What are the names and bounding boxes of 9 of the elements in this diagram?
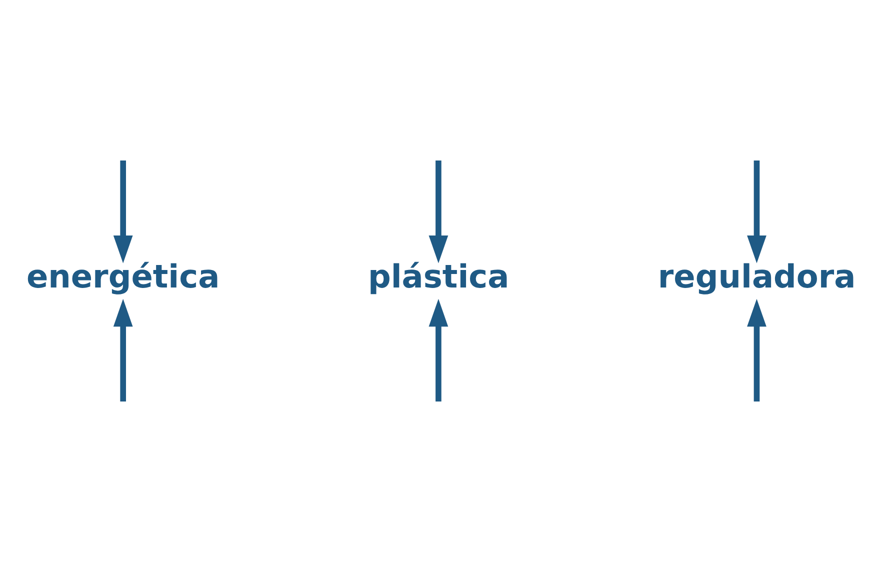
- arrow: [112, 160, 132, 263]
- node-text: plástica: [367, 257, 509, 296]
- arrow: [428, 298, 448, 401]
- arrow: [746, 298, 766, 401]
- arrow: [428, 160, 448, 263]
- node-text: reguladora: [657, 257, 856, 296]
- arrow: [746, 160, 766, 263]
- arrow: [112, 298, 132, 401]
- node-text: energética: [26, 257, 220, 296]
